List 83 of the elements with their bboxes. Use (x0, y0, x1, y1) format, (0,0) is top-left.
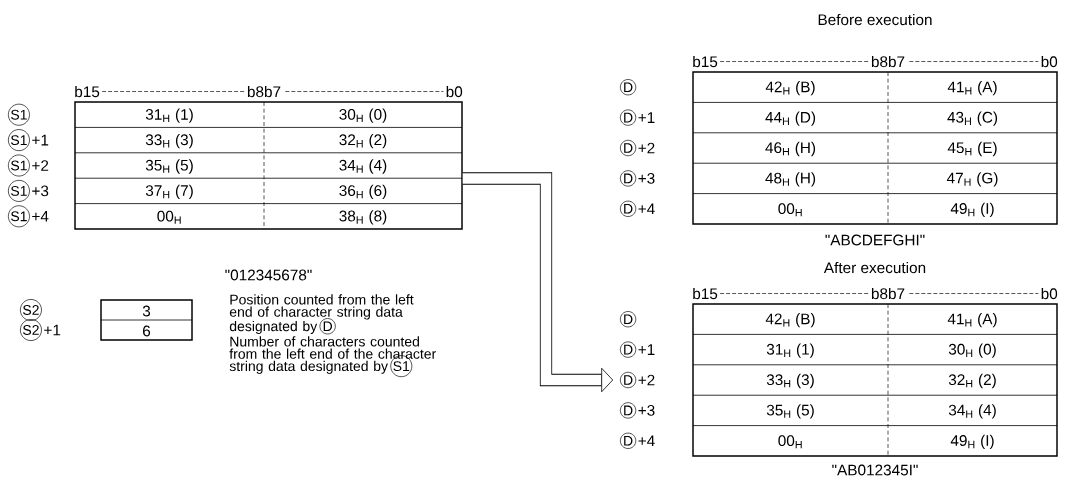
circled-operand: S2 (20, 319, 42, 341)
description-text: Position counted from the left end of character string data designated by D (229, 294, 414, 335)
string-caption: "AB012345I" (832, 464, 918, 476)
table-cell: 31$_{H}$ (1) (145, 108, 193, 123)
description-text: Number of characters counted from the left end of the character string data designated by S1 (229, 336, 436, 378)
table-cell: 41$_{H}$ (A) (947, 313, 997, 328)
table-cell: 00$_{H}$ (778, 203, 802, 217)
table-cell: 33$_{H}$ (3) (145, 133, 193, 149)
offset-label: +3 (638, 173, 655, 184)
circled-operand: D (620, 402, 637, 419)
circled-operand: D (620, 200, 637, 217)
table-cell: 30$_{H}$ (0) (948, 343, 996, 358)
offset-label: +4 (32, 211, 49, 222)
heading: After execution (823, 261, 926, 274)
table-cell: 47$_{H}$ (G) (946, 172, 998, 187)
offset-label: +2 (638, 142, 655, 154)
table-cell: 35$_{H}$ (5) (145, 159, 193, 174)
offset-label: +1 (32, 134, 49, 146)
table-cell: 3 (142, 305, 151, 317)
circled-operand: S1 (8, 180, 30, 202)
circled-operand: S2 (20, 299, 42, 321)
offset-label: +1 (638, 112, 655, 123)
table-cell: 35$_{H}$ (5) (766, 404, 814, 419)
table-cell: 43$_{H}$ (C) (947, 111, 998, 126)
data-table (692, 303, 1058, 457)
bit-label: b8b7 (247, 85, 281, 98)
circled-operand: S1 (8, 154, 30, 177)
bit-label: b0 (1041, 287, 1058, 300)
bit-label: b15 (75, 85, 100, 98)
table-cell: 38$_{H}$ (8) (339, 210, 387, 225)
table-cell: 44$_{H}$ (D) (765, 111, 816, 126)
string-caption: "ABCDEFGHI" (825, 234, 925, 246)
circled-operand: S1 (8, 129, 30, 152)
heading: Before execution (818, 13, 932, 26)
bit-label: b15 (693, 287, 718, 300)
table-cell: 34$_{H}$ (4) (948, 404, 996, 419)
table-cell: 42$_{H}$ (B) (765, 81, 815, 96)
circled-operand: S1 (8, 103, 30, 126)
bit-label: b0 (1041, 55, 1058, 68)
table-cell: 00$_{H}$ (778, 435, 802, 449)
bit-label: b8b7 (871, 55, 905, 68)
circled-operand: D (620, 432, 637, 449)
table-cell: 34$_{H}$ (4) (339, 159, 387, 174)
offset-label: +4 (638, 203, 655, 215)
circled-operand: S1 (8, 205, 30, 228)
table-cell: 31$_{H}$ (1) (766, 343, 814, 358)
bit-label: b8b7 (871, 287, 905, 300)
table-cell: 6 (143, 325, 151, 337)
circled-operand: D (620, 341, 637, 358)
table-cell: 49$_{H}$ (I) (950, 202, 994, 217)
circled-operand: D (620, 139, 637, 157)
offset-label: +2 (32, 160, 49, 171)
table-cell: 46$_{H}$ (H) (765, 141, 816, 157)
bit-label: b15 (693, 55, 718, 68)
table-cell: 37$_{H}$ (7) (145, 184, 193, 200)
data-table (100, 299, 193, 341)
table-cell: 42$_{H}$ (B) (765, 313, 815, 328)
table-cell: 33$_{H}$ (3) (766, 373, 814, 389)
table-cell: 41$_{H}$ (A) (947, 81, 997, 96)
table-cell: 00$_{H}$ (157, 210, 181, 224)
offset-label: +4 (638, 435, 655, 447)
table-cell: 32$_{H}$ (2) (948, 373, 996, 389)
offset-label: +3 (638, 405, 655, 416)
offset-label: +3 (32, 185, 49, 197)
bit-label: b0 (446, 85, 463, 98)
circled-operand: D (620, 109, 637, 126)
circled-operand: D (620, 79, 637, 96)
offset-label: +1 (44, 324, 61, 336)
string-caption: "012345678" (225, 269, 312, 281)
data-table (692, 71, 1058, 225)
table-cell: 32$_{H}$ (2) (339, 133, 387, 149)
circled-operand: D (620, 371, 637, 389)
table-cell: 49$_{H}$ (I) (950, 434, 994, 449)
data-table (74, 101, 463, 230)
table-cell: 30$_{H}$ (0) (339, 108, 387, 123)
circled-operand: D (620, 170, 637, 187)
table-cell: 36$_{H}$ (6) (339, 184, 387, 200)
table-cell: 48$_{H}$ (H) (765, 172, 816, 187)
circled-operand: D (620, 311, 637, 328)
offset-label: +2 (638, 374, 655, 386)
table-cell: 45$_{H}$ (E) (947, 141, 997, 157)
hollow-arrow (462, 172, 614, 393)
offset-label: +1 (638, 344, 655, 355)
